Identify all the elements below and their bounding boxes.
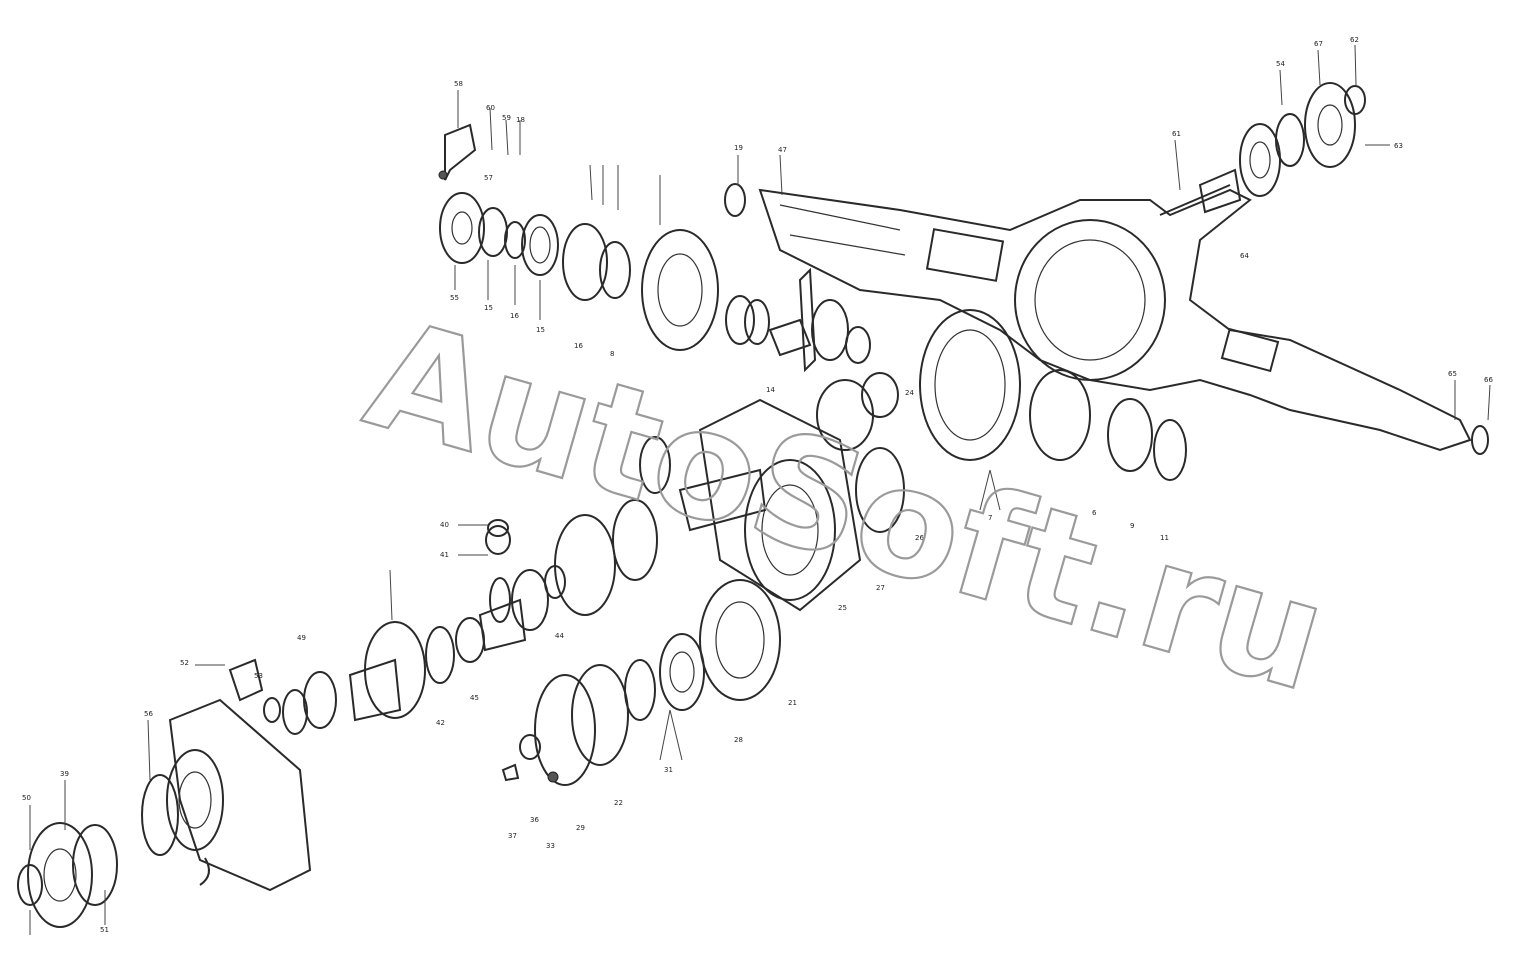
callout-c6: 55: [450, 294, 459, 302]
lower-center-parts: [501, 579, 781, 786]
callout-c17: 62: [1350, 36, 1359, 44]
callout-c40: 41: [440, 551, 449, 559]
callout-c4: 18: [516, 116, 525, 124]
callout-c27: 24: [905, 389, 914, 397]
callout-c42: 44: [555, 632, 564, 640]
callout-c3: 59: [502, 114, 511, 122]
callout-c28: 26: [915, 534, 924, 542]
callout-c22: 7: [988, 514, 992, 522]
callout-c20: 65: [1448, 370, 1457, 378]
callout-c19: 64: [1240, 252, 1249, 260]
callout-c25: 11: [1160, 534, 1169, 542]
crown-wheel-group: [478, 309, 1187, 652]
callout-c13: 47: [778, 146, 787, 154]
callout-c50: 51: [100, 926, 109, 934]
callout-c14: 61: [1172, 130, 1181, 138]
callout-c26: 14: [766, 386, 775, 394]
callout-c33: 22: [614, 799, 623, 807]
right-flange-assembly: [1198, 82, 1366, 214]
callout-c16: 67: [1314, 40, 1323, 48]
upper-left-parts: [438, 123, 871, 373]
callout-c47: 53: [254, 672, 263, 680]
callout-labels: 58 60 59 18 57 55 15 16 15 16 8 19 47 61…: [22, 36, 1493, 934]
callout-c9: 15: [536, 326, 545, 334]
callout-c46: 52: [180, 659, 189, 667]
callout-c49: 39: [60, 770, 69, 778]
callout-c35: 29: [576, 824, 585, 832]
callout-c21: 66: [1484, 376, 1493, 384]
callout-c37: 37: [508, 832, 517, 840]
callout-c11: 8: [610, 350, 614, 358]
input-shaft-assembly: [17, 617, 485, 928]
callout-c8: 16: [510, 312, 519, 320]
callout-c7: 15: [484, 304, 493, 312]
leader-lines: [29, 44, 1491, 935]
callout-c18: 63: [1394, 142, 1403, 150]
callout-c5: 57: [484, 174, 493, 182]
axle-housing: [724, 183, 1489, 455]
callout-c12: 19: [734, 144, 743, 152]
callout-c15: 54: [1276, 60, 1285, 68]
callout-c48: 56: [144, 710, 153, 718]
callout-c32: 28: [734, 736, 743, 744]
callout-c1: 58: [454, 80, 463, 88]
callout-c29: 25: [838, 604, 847, 612]
callout-c44: 49: [297, 634, 306, 642]
callout-c39: 40: [440, 521, 449, 529]
callout-c36: 33: [546, 842, 555, 850]
callout-c43: 45: [470, 694, 479, 702]
callout-c34: 31: [664, 766, 673, 774]
callout-c24: 9: [1130, 522, 1134, 530]
callout-c31: 21: [788, 699, 797, 707]
callout-c2: 60: [486, 104, 495, 112]
callout-c41: 42: [436, 719, 445, 727]
callout-c10: 16: [574, 342, 583, 350]
callout-c23: 6: [1092, 509, 1097, 517]
callout-c38: 36: [530, 816, 539, 824]
callout-c45: 50: [22, 794, 31, 802]
callout-c30: 27: [876, 584, 885, 592]
